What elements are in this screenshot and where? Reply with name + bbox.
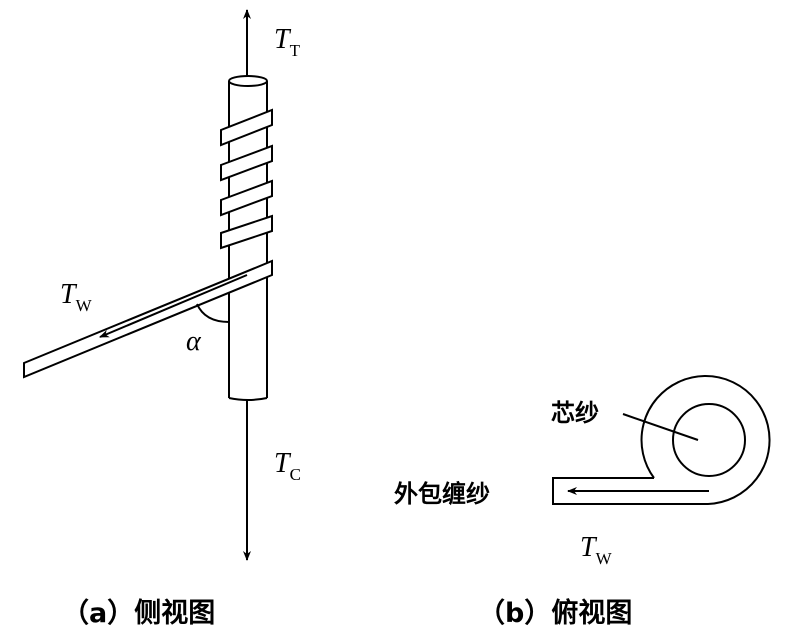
wrap-yarn-label: 外包缠纱 <box>394 480 490 508</box>
wrap-direction-arrow <box>99 274 248 338</box>
core-yarn-circle <box>672 403 746 477</box>
angle-arc <box>196 303 230 323</box>
top-view <box>552 375 771 505</box>
core-leader-line <box>622 413 699 441</box>
side-view <box>23 9 273 561</box>
caption-top-view: （b）俯视图 <box>478 597 632 629</box>
wrap-tension-label-top: TW <box>580 532 613 568</box>
angle-label: α <box>186 326 202 357</box>
wrap-yarn-outer <box>552 375 771 505</box>
wrap-bands <box>220 108 273 250</box>
core-yarn-label: 芯纱 <box>551 399 599 427</box>
wrap-tension-label-side: TW <box>60 279 93 315</box>
top-tension-label: TT <box>274 24 301 60</box>
caption-side-view: （a）侧视图 <box>62 598 215 629</box>
core-tension-label: TC <box>274 448 301 484</box>
